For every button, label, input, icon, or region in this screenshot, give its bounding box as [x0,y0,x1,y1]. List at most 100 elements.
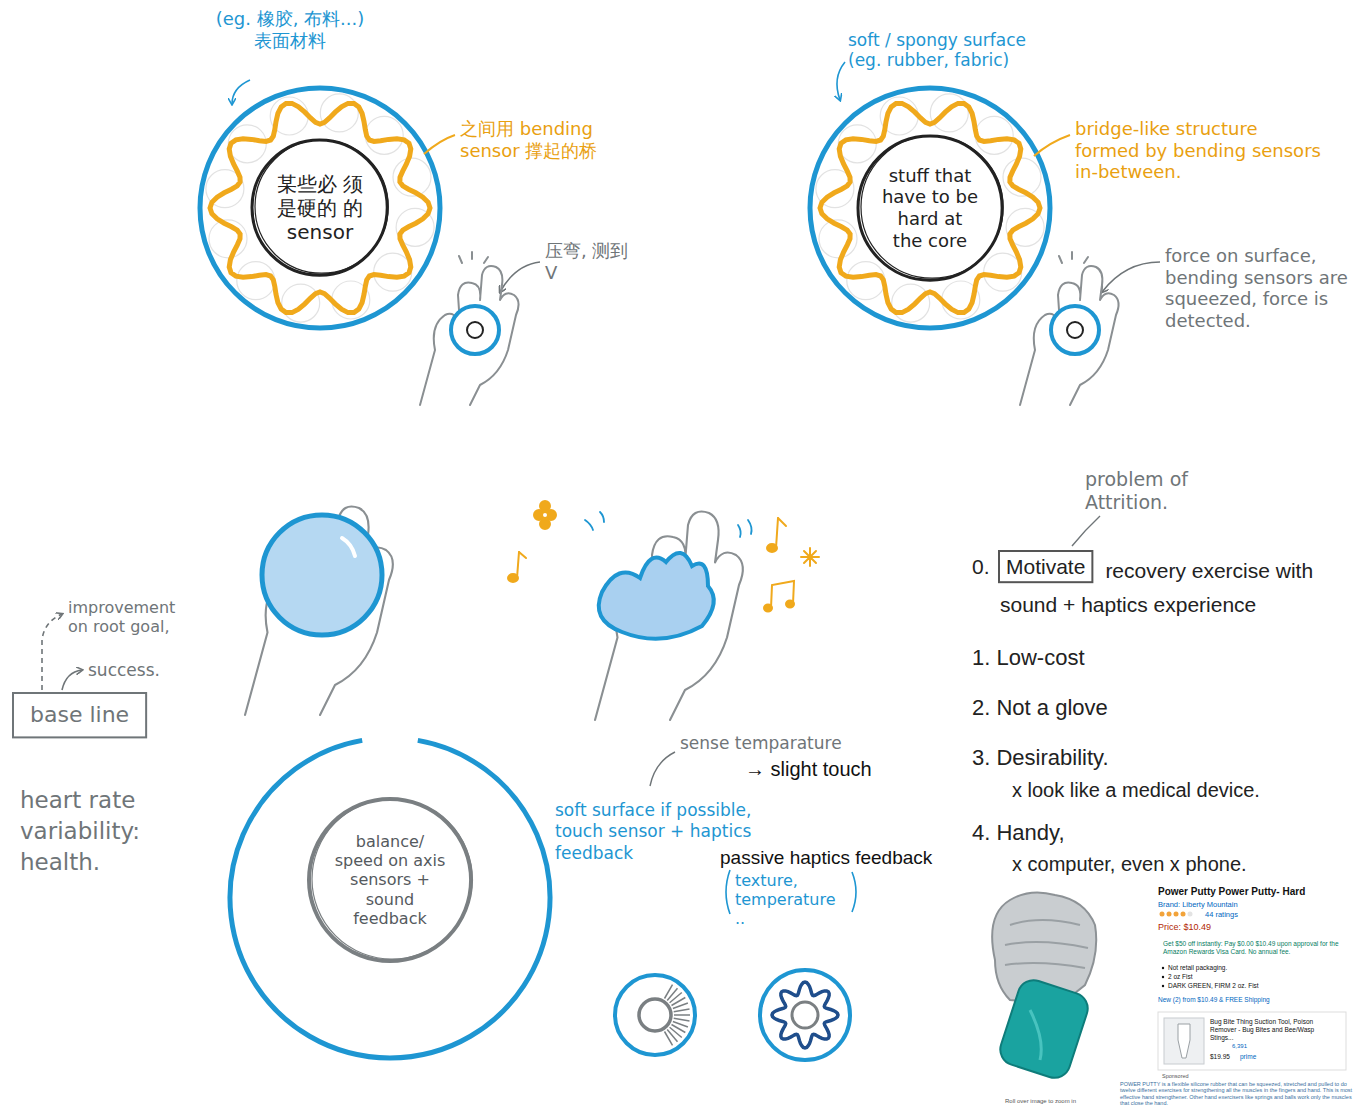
product-description: POWER PUTTY is a flexible silicone rubbe… [1120,1081,1356,1106]
sponsored-thumb [1178,1024,1190,1058]
product-offer: Get $50 off instantly: Pay $0.00 $10.49 … [1163,940,1348,956]
circle-outline [858,136,1002,280]
box-outline [13,693,146,737]
list-detail: x computer, even x phone. [1012,852,1247,876]
sponsored-title: Bug Bite Thing Suction Tool, Poison Remo… [1210,1018,1338,1041]
list-item: 1. Low-cost [972,645,1085,671]
leader-line [1034,135,1070,156]
ball-highlight [342,538,355,556]
product-bullet: Not retail packaging. [1168,964,1227,972]
list-item: 4. Handy, [972,820,1065,846]
mini-ring [451,306,499,354]
node-label: balance/ speed on axis sensors + sound f… [331,832,449,928]
hand-sketch [1020,252,1119,405]
product-photo [992,892,1096,1082]
bullet-dots [1162,967,1164,987]
goal-note: success. [88,660,178,680]
surface-note: soft / spongy surface (eg. rubber, fabri… [848,30,1048,71]
hatch-line [674,1014,690,1016]
mini-core [1067,322,1083,338]
sponge-scribble [320,94,358,132]
surface-ring [810,88,1050,328]
sense-note: sense temparature [680,733,842,753]
image-caption: Roll over image to zoom in [1005,1098,1076,1105]
node-label: 某些必 须是硬的 的sensor [270,172,370,244]
product-brand: Brand: Liberty Mountain [1158,900,1238,909]
leader-line [1072,516,1100,546]
variant-hatch [665,985,691,1046]
prime-badge: prime [1240,1053,1256,1061]
hand-sketch [595,512,743,721]
box-outline [999,551,1092,582]
product-price: Price: $10.49 [1158,922,1211,933]
gear-wave [772,982,838,1048]
node-text-block: balance/ speed on axis sensors + sound f… [331,832,449,928]
sponge-scribble [365,116,403,154]
variant-gear [772,982,838,1048]
list-item: 3. Desirability. [972,745,1109,771]
node-label: Motivate [1006,554,1085,579]
core-circle: stuff that have to be hard at the core [855,133,1005,283]
sponge-scribble [282,284,320,322]
hatch-line [665,1032,673,1046]
hand-sketch [245,507,393,716]
bridge-note: 之间用 bending sensor 撑起的桥 [460,118,610,161]
variant-core [792,1002,818,1028]
sensor-core-circle: balance/ speed on axis sensors + sound f… [305,795,475,965]
leader-line [837,62,845,100]
hatch-line [673,1003,688,1009]
hatch-line [667,988,677,1000]
surface-ring [230,740,550,1058]
node-text-block: 某些必 须是硬的 的sensor [270,172,370,244]
baseline-box: base line [12,692,147,738]
sponge-scribble [930,94,968,132]
material-note: (eg. 橡胶, 布料...) 表面材料 [215,8,365,51]
hatch-line [674,1009,690,1012]
variant-ring [615,975,695,1055]
list-item: recovery exercise with sound + haptics e… [1000,554,1355,621]
hatch-line [670,1027,682,1037]
sponsored-ratings: 6,391 [1232,1043,1247,1050]
bridge-note: bridge-like structure formed by bending … [1075,118,1325,183]
surface-ring [200,88,440,328]
variant-core [639,999,671,1031]
bending-sensor-wave [210,103,430,312]
node-label: base line [30,702,129,728]
circle-outline [309,799,471,961]
sponsored-box [1158,1012,1346,1070]
leader-line [424,135,455,154]
list-item: 2. Not a glove [972,695,1108,721]
product-title: Power Putty Power Putty- Hard [1158,886,1348,898]
force-note: force on surface, bending sensors are sq… [1165,245,1355,331]
music-notes [508,501,819,612]
hatch-line [674,1018,690,1021]
product-offer: New (2) from $10.49 & FREE Shipping [1158,996,1270,1004]
press-note: 压弯, 测到V [545,240,635,283]
sponge-scribble [892,284,930,322]
sponge-scribble [975,116,1013,154]
variant-ring [760,970,850,1060]
squeezed-putty [599,553,714,639]
sponsored-thumb [1164,1018,1204,1064]
haptics-note: passive haptics feedback [720,847,932,870]
node-text-block: base line [30,702,129,728]
product-bullet: 2 oz Fist [1168,973,1193,981]
product-ratings: 44 ratings [1205,910,1238,919]
bending-sensor-rings [210,103,1094,348]
exercise-ball [262,515,382,635]
circle-outline-sketch [312,799,472,959]
bracket [726,870,730,914]
mini-core [467,322,483,338]
dashed-arrow [42,614,62,690]
arrow [62,670,82,690]
problem-note: problem of Attrition. [1085,468,1215,514]
goal-note: improvement on root goal, [68,598,198,636]
leader-line [1102,262,1160,292]
circle-outline [252,140,387,275]
node-text-block: stuff that have to be hard at the core [880,165,980,251]
sponge-scribbles [206,94,1044,322]
keyword-box: Motivate [998,550,1093,583]
sponge-scribble [847,262,885,300]
core-circle: 某些必 须是硬的 的sensor [249,137,390,278]
